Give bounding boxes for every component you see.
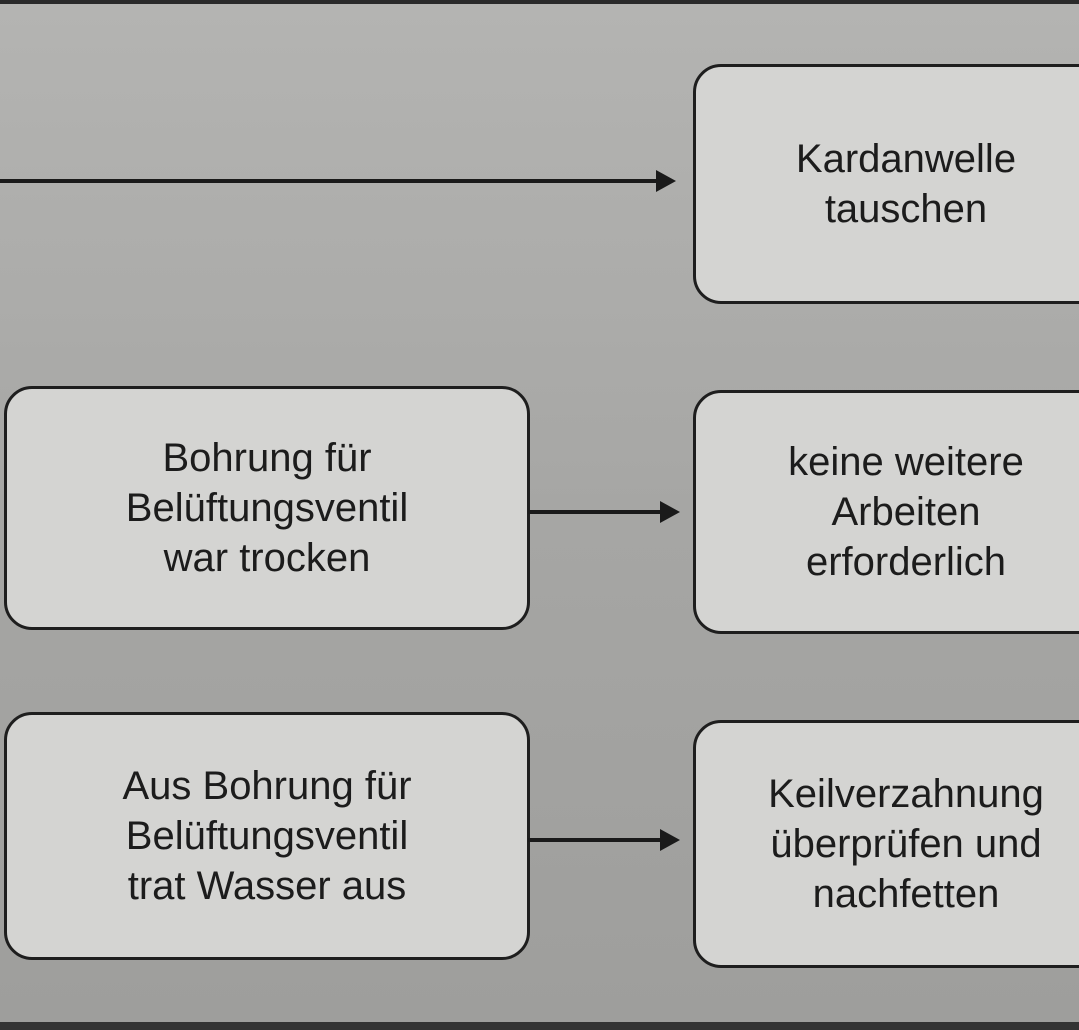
arrow-to-keine-arbeiten: [528, 501, 680, 523]
box-keine-weiteren-arbeiten: keine weitere Arbeiten erforderlich: [693, 390, 1079, 634]
box-bohrung-trocken: Bohrung für Belüftungsventil war trocken: [4, 386, 530, 630]
box-kardanwelle-tauschen: Kardanwelle tauschen: [693, 64, 1079, 304]
arrow-to-kardanwelle: [0, 170, 676, 192]
arrow-to-keilverzahnung: [528, 829, 680, 851]
box-wasser-aus: Aus Bohrung für Belüftungsventil trat Wa…: [4, 712, 530, 960]
divider: [0, 0, 1079, 4]
divider: [0, 1022, 1079, 1030]
box-keilverzahnung: Keilverzahnung überprüfen und nachfetten: [693, 720, 1079, 968]
